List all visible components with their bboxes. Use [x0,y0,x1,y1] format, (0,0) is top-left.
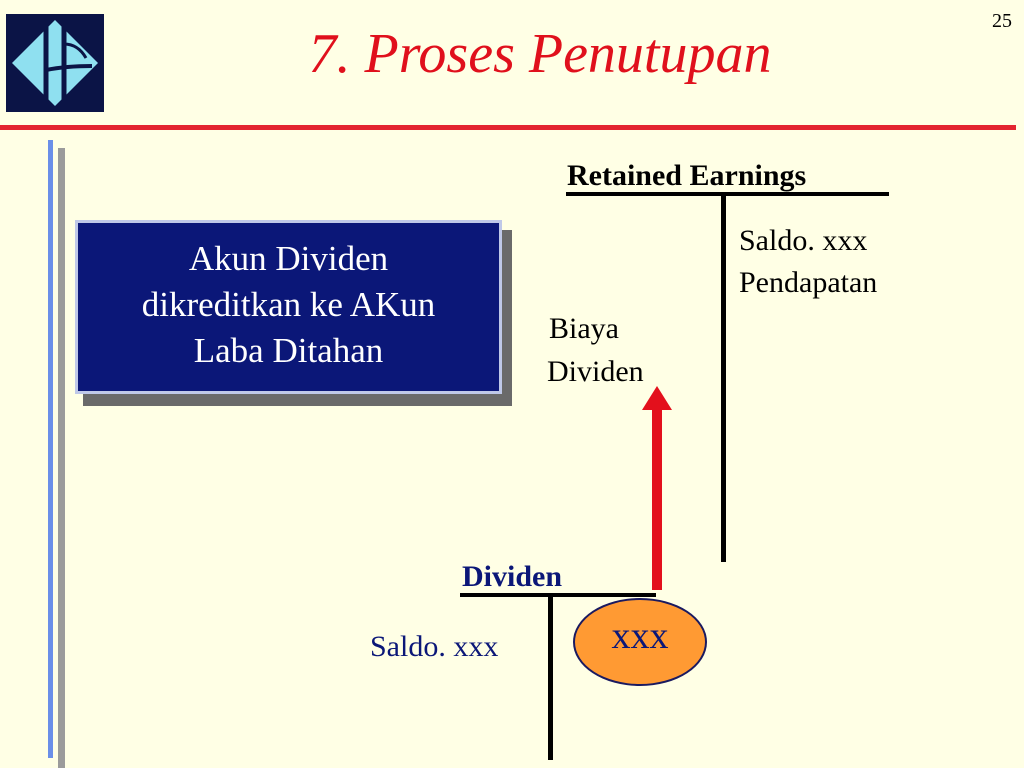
note-line: Akun Dividen [188,239,389,278]
dividen-credit-entry: xxx [611,615,669,657]
retained-earnings-title: Retained Earnings [567,159,807,192]
company-logo-icon [6,14,104,112]
note-box: Akun Dividen dikreditkan ke AKun Laba Di… [75,220,502,394]
transfer-arrow-icon [642,386,672,590]
page-number: 25 [992,10,1012,32]
retained-earnings-credit-entry: Saldo. xxx [739,224,868,257]
note-line: Laba Ditahan [193,331,384,370]
left-accent-bar-blue [48,140,53,758]
dividen-debit-entry: Saldo. xxx [370,630,499,663]
title-divider [0,125,1016,130]
left-accent-bar-gray [58,148,65,768]
dividen-account-title: Dividen [462,560,563,593]
dividen-t-account-divider [548,595,553,760]
note-line: dikreditkan ke AKun [141,285,436,324]
slide-title: 7. Proses Penutupan [308,23,772,85]
retained-earnings-debit-entry: Biaya [549,312,619,345]
retained-earnings-t-account-divider [721,194,726,562]
dividen-t-account-top [460,593,656,597]
retained-earnings-t-account-top [566,192,889,196]
dividen-credit-highlight [573,598,707,686]
retained-earnings-credit-entry: Pendapatan [739,266,878,299]
retained-earnings-debit-entry: Dividen [547,355,644,388]
